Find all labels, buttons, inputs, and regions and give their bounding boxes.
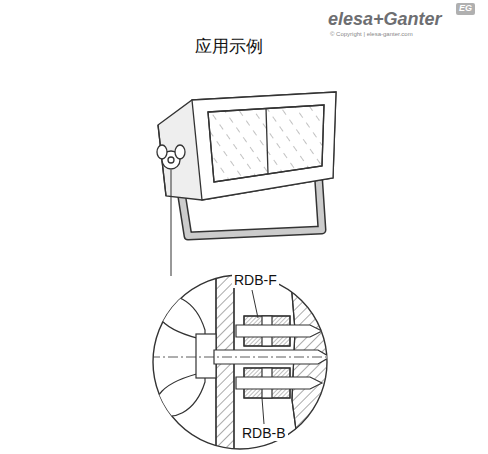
part-label: RDB-B [240, 426, 288, 441]
detail-section [150, 270, 340, 454]
title: 应用示例 [195, 38, 263, 57]
brand-badge: EG [456, 3, 475, 15]
copyright-note: © Copyright | elesa-ganter.com [330, 31, 413, 38]
brand-logo: elesa+Ganter [328, 10, 442, 30]
part-label: RDB-F [232, 273, 279, 288]
lamp-drawing [157, 92, 336, 276]
